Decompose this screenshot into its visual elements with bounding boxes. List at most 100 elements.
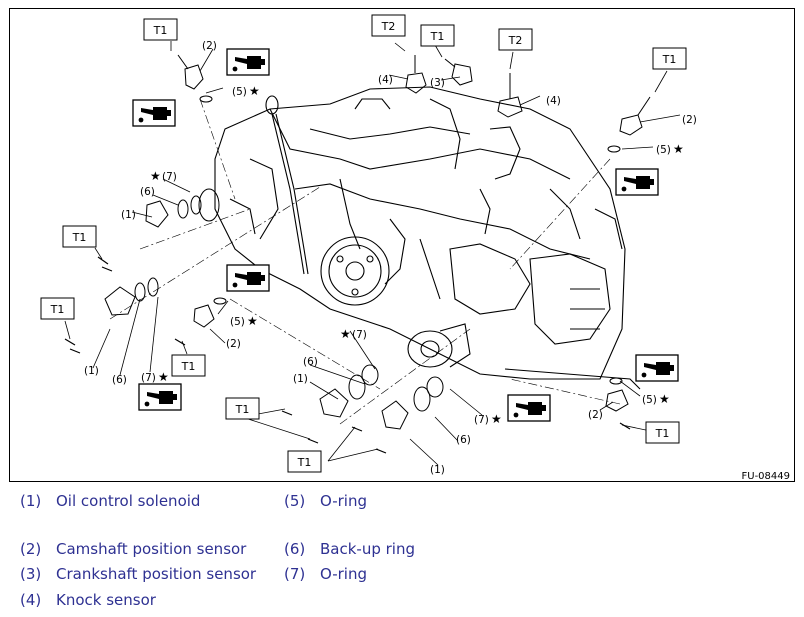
parts — [64, 54, 651, 454]
callout-label: (6) — [140, 186, 155, 198]
legend-item-6: (6) Back-up ring — [284, 540, 415, 558]
star-icon: ★ — [659, 392, 670, 406]
oil-control-solenoid-front-1 — [319, 364, 379, 418]
legend-num: (2) — [20, 540, 42, 558]
legend-item-5: (5) O-ring — [284, 492, 367, 510]
legend-item-2: (2) Camshaft position sensor — [20, 540, 246, 558]
callout: (5)★ — [656, 142, 684, 156]
torque-label: T1 — [430, 30, 445, 43]
torque-label: T1 — [153, 24, 168, 37]
oil-control-solenoid-lower — [104, 277, 159, 316]
camshaft-sensor-top — [177, 54, 213, 103]
callout-label: (5) — [232, 86, 247, 98]
camshaft-sensor-lower-left — [193, 297, 227, 328]
legend-text: Oil control solenoid — [56, 492, 201, 510]
star-icon: ★ — [150, 169, 161, 183]
legend-text: O-ring — [320, 492, 367, 510]
callout-label: (6) — [456, 434, 471, 446]
callout: (7)★ — [474, 412, 502, 426]
callout-label: (5) — [230, 316, 245, 328]
knock-sensor-left — [405, 55, 427, 94]
torque-box: T1 — [287, 450, 322, 473]
star-icon: ★ — [340, 327, 351, 341]
callout-label: (1) — [121, 209, 136, 221]
callout-label: (1) — [293, 373, 308, 385]
callout: (6) — [112, 374, 127, 386]
star-icon: ★ — [249, 84, 260, 98]
torque-box: T1 — [40, 297, 75, 320]
torque-box: T2 — [371, 14, 406, 37]
callout: ★(7) — [150, 169, 177, 183]
callout: (1) — [293, 373, 308, 385]
callout: (4) — [546, 95, 561, 107]
callout-label: (2) — [226, 338, 241, 350]
callout-label: (1) — [430, 464, 445, 476]
callout: (1) — [121, 209, 136, 221]
legend: (1)Oil control solenoid (2)Camshaft posi… — [0, 484, 804, 617]
star-icon: ★ — [247, 314, 258, 328]
front-pulley — [407, 323, 471, 368]
oil-can-icon — [132, 99, 176, 127]
torque-box: T1 — [225, 397, 260, 420]
callout: (6) — [140, 186, 155, 198]
camshaft-sensor-right — [607, 96, 651, 153]
legend-num: (5) — [284, 492, 306, 510]
legend-text: Back-up ring — [320, 540, 415, 558]
callout: ★(7) — [340, 327, 367, 341]
callout: (2) — [682, 114, 697, 126]
callout: (6) — [303, 356, 318, 368]
callout: (5)★ — [232, 84, 260, 98]
legend-text: Knock sensor — [56, 591, 156, 609]
callout-label: (5) — [656, 144, 671, 156]
legend-text: Camshaft position sensor — [56, 540, 247, 558]
callout: (2) — [202, 40, 217, 52]
legend-num: (6) — [284, 540, 306, 558]
torque-box: T1 — [652, 47, 687, 70]
torque-label: T1 — [235, 403, 250, 416]
torque-box: T2 — [498, 28, 533, 51]
axis-lines — [109, 98, 621, 425]
oil-control-solenoid-front-2 — [381, 376, 444, 430]
crank-pulley — [320, 236, 390, 306]
torque-box: T1 — [171, 354, 206, 377]
camshaft-sensor-lower-right — [605, 377, 629, 412]
torque-box: T1 — [62, 225, 97, 248]
legend-item-4: (4)Knock sensor — [20, 591, 156, 609]
callout-label: (4) — [378, 74, 393, 86]
callout-label: (2) — [202, 40, 217, 52]
star-icon: ★ — [158, 370, 169, 384]
callout: (1) — [84, 365, 99, 377]
callout: (2) — [226, 338, 241, 350]
torque-box: T1 — [645, 421, 680, 444]
callout: (6) — [456, 434, 471, 446]
callout-label: (2) — [588, 409, 603, 421]
callout-label: (7) — [162, 171, 177, 183]
torque-label: T2 — [508, 34, 523, 47]
legend-num: (3) — [20, 565, 42, 583]
callout: (1) — [430, 464, 445, 476]
callout-label: (2) — [682, 114, 697, 126]
torque-box: T1 — [420, 24, 455, 47]
torque-label: T1 — [297, 456, 312, 469]
callout-labels: (2)(5)★(4)(3)(4)(2)(5)★★(7)(6)(1)(5)★(2)… — [84, 40, 697, 476]
oil-can-icon — [615, 168, 659, 196]
callout-label: (4) — [546, 95, 561, 107]
oil-control-solenoid-upper — [145, 188, 220, 228]
oil-can-icon — [635, 354, 679, 382]
callout: (7)★ — [141, 370, 169, 384]
torque-box: T1 — [143, 18, 178, 41]
callout: (5)★ — [230, 314, 258, 328]
callout-label: (7) — [474, 414, 489, 426]
legend-text: Crankshaft position sensor — [56, 565, 257, 583]
callout-label: (3) — [430, 77, 445, 89]
callout: (2) — [588, 409, 603, 421]
callout-label: (5) — [642, 394, 657, 406]
callout: (4) — [378, 74, 393, 86]
oil-can-icon — [226, 48, 270, 76]
legend-item-7: (7)O-ring — [284, 565, 367, 583]
figure-code: FU-08449 — [742, 471, 791, 482]
oil-can-icon — [138, 383, 182, 411]
legend-text: O-ring — [320, 565, 367, 583]
